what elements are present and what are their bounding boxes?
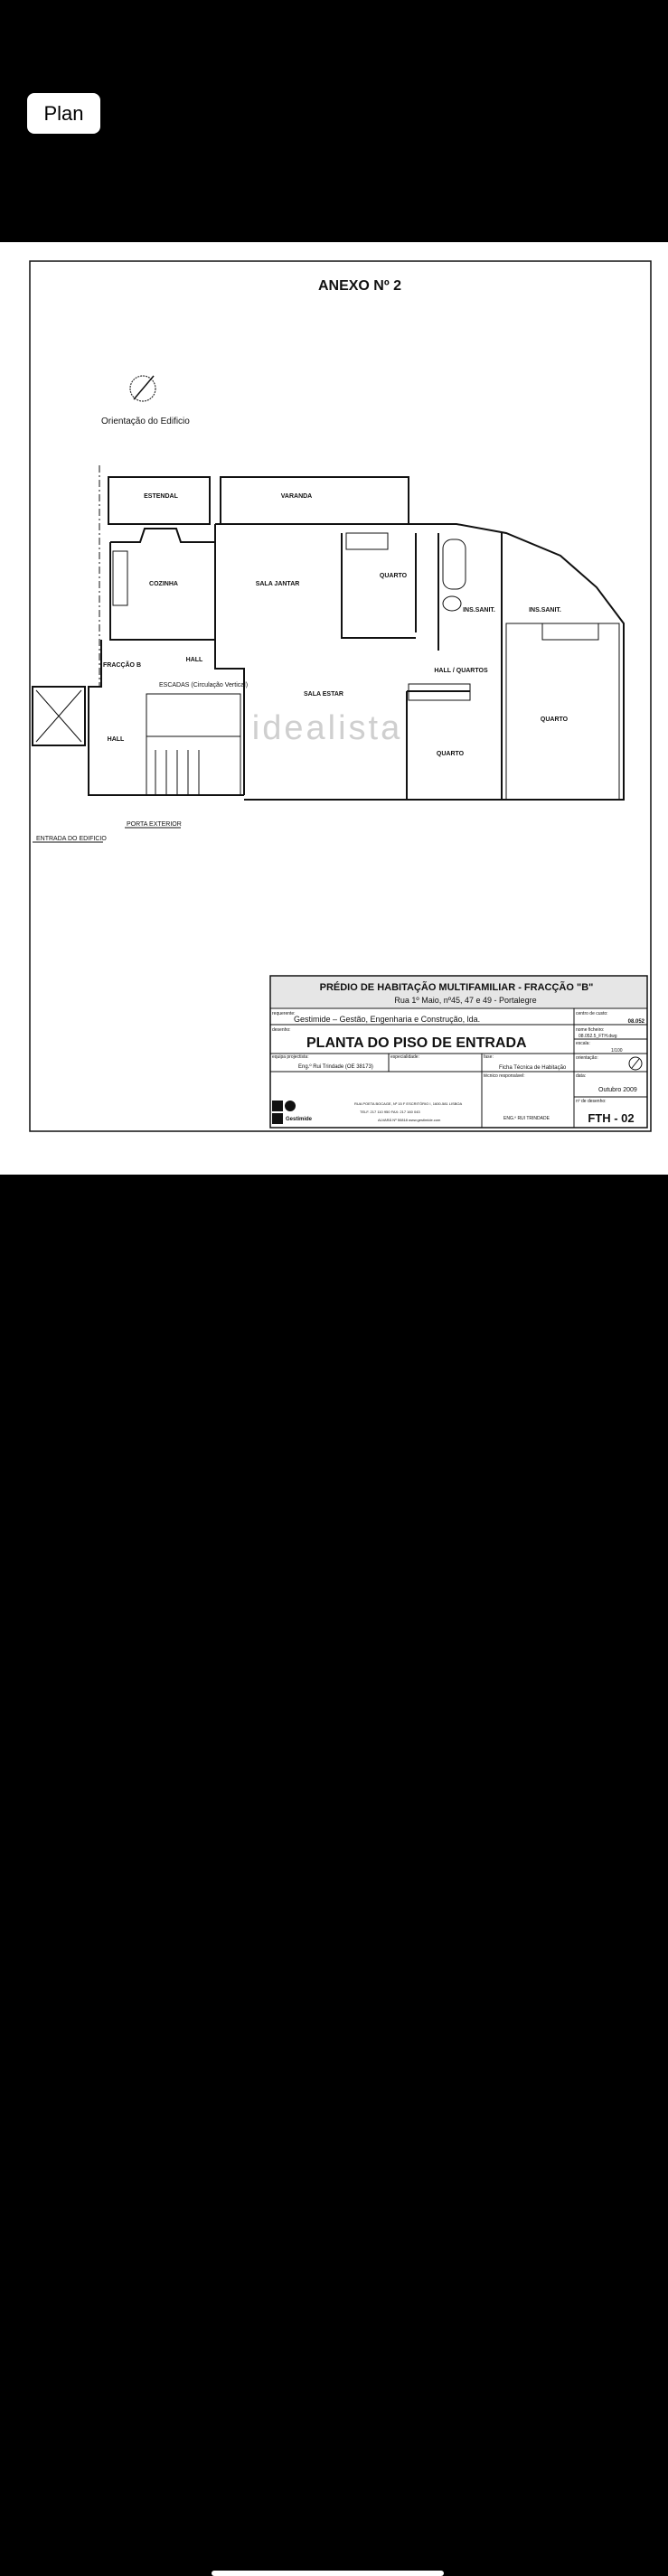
idealista-watermark: idealista <box>252 709 402 747</box>
room-varanda: VARANDA <box>281 493 312 500</box>
drawing-frame <box>29 260 652 1132</box>
room-hall-1: HALL <box>186 657 203 663</box>
room-sala-jantar: SALA JANTAR <box>256 581 300 587</box>
centro-custo-label: centro de custo: <box>576 1011 608 1016</box>
compass-icon <box>129 375 156 402</box>
project-title: PRÉDIO DE HABITAÇÃO MULTIFAMILIAR - FRAC… <box>320 981 594 993</box>
viewer-top-bar: Plan <box>0 0 668 242</box>
plan-label-button[interactable]: Plan <box>27 93 100 134</box>
annex-title: ANEXO Nº 2 <box>318 278 401 294</box>
title-block: PRÉDIO DE HABITAÇÃO MULTIFAMILIAR - FRAC… <box>269 975 648 1129</box>
equipa-label: equipa projectista: <box>272 1054 309 1060</box>
room-quarto-3: QUARTO <box>541 717 569 723</box>
room-ins-sanit-1: INS.SANIT. <box>463 607 495 614</box>
room-cozinha: COZINHA <box>149 581 178 587</box>
room-hall-quartos: HALL / QUARTOS <box>434 668 488 674</box>
data-label: data: <box>576 1073 586 1079</box>
room-fraccao: FRACÇÃO B <box>103 660 141 669</box>
centro-custo-value: 08.052 <box>628 1019 645 1025</box>
room-labels: ESTENDAL VARANDA COZINHA SALA JANTAR QUA… <box>33 493 569 843</box>
room-estendal: ESTENDAL <box>144 493 178 500</box>
requerente-value: Gestimide – Gestão, Engenharia e Constru… <box>294 1015 480 1024</box>
escala-value: 1/100 <box>611 1048 623 1054</box>
porta-exterior-label: PORTA EXTERIOR <box>127 821 182 828</box>
room-quarto-2: QUARTO <box>437 751 465 757</box>
orientation-arrow-icon <box>628 1056 643 1071</box>
equipa-value: Eng.º Rui Trindade (OE 38173) <box>298 1063 373 1070</box>
room-ins-sanit-2: INS.SANIT. <box>529 607 561 614</box>
company-phone: TELF. 217 110 950 FAX: 217 160 043 <box>360 1110 420 1114</box>
fase-label: fase: <box>484 1054 494 1060</box>
requerente-label: requerente: <box>272 1011 296 1016</box>
tecnico-value: ENG.º RUI TRINDADE <box>503 1116 550 1121</box>
room-hall-2: HALL <box>108 736 125 743</box>
desenho-value: PLANTA DO PISO DE ENTRADA <box>306 1035 527 1051</box>
data-value: Outubro 2009 <box>598 1087 637 1093</box>
floor-plan-walls <box>32 465 625 801</box>
room-sala-estar: SALA ESTAR <box>304 691 343 698</box>
company-address: RUA POETA BOCAGE, Nº 15 F ESCRITÓRIO I, … <box>354 1101 463 1106</box>
escala-label: escala: <box>576 1041 590 1046</box>
desenho-label: desenho: <box>272 1027 291 1033</box>
especialidade-label: especialidade: <box>390 1054 419 1060</box>
room-quarto-1: QUARTO <box>380 573 408 579</box>
numero-value: FTH - 02 <box>588 1111 634 1125</box>
project-address: Rua 1º Maio, nº45, 47 e 49 - Portalegre <box>394 996 536 1005</box>
home-indicator[interactable] <box>212 2571 444 2576</box>
orientation-label: Orientação do Edificio <box>101 417 190 426</box>
ficheiro-value: 08.052.5_FTH.dwg <box>579 1034 617 1039</box>
room-escadas: ESCADAS (Circulação Vertical) <box>159 682 248 688</box>
gestimide-logo: Gestimide <box>272 1101 313 1124</box>
svg-text:Gestimide: Gestimide <box>286 1117 313 1122</box>
orientacao-label: orientação: <box>576 1055 598 1061</box>
tecnico-label: técnico responsável: <box>484 1073 525 1079</box>
ficheiro-label: nome ficheiro: <box>576 1027 604 1033</box>
entrada-label: ENTRADA DO EDIFICIO <box>36 836 107 842</box>
fase-value: Ficha Técnica de Habitação <box>499 1065 567 1071</box>
viewer-bottom-bar <box>0 1175 668 2576</box>
company-alvara: ALVARÁ Nº 50818 www.gestimide.com <box>378 1118 441 1122</box>
numero-label: nº de desenho: <box>576 1099 607 1104</box>
floor-plan-image: ANEXO Nº 2 Orientação do Edificio ideali… <box>0 242 668 1175</box>
